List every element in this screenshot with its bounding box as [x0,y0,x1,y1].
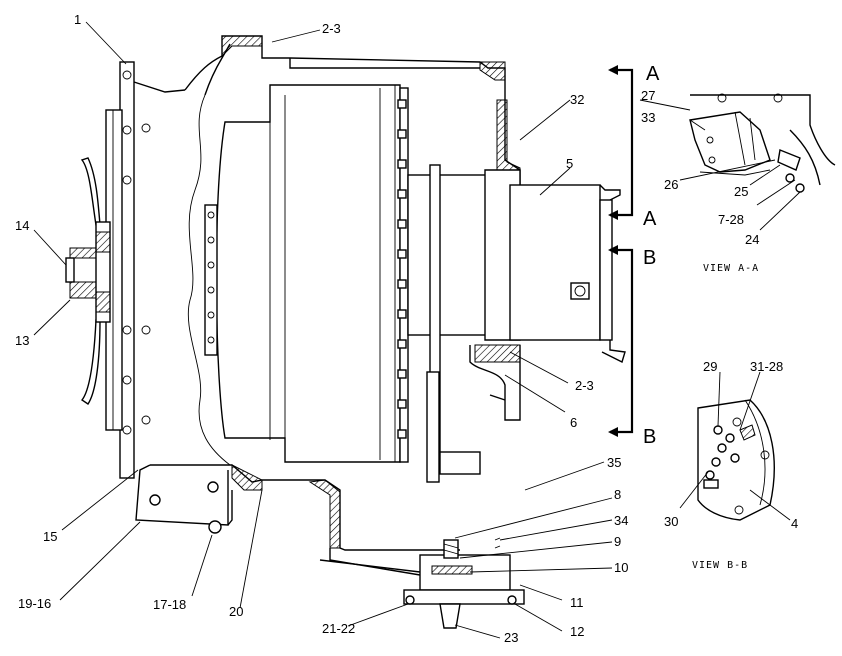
callout-21-22: 21-22 [322,621,355,636]
leader-lines [33,21,801,639]
callout-6: 6 [570,415,577,430]
view-b-b-detail [697,399,775,521]
callout-13: 13 [15,333,29,348]
callout-32: 32 [570,92,584,107]
callout-19-16: 19-16 [18,596,51,611]
fan-hub [65,157,111,405]
callout-8: 8 [614,487,621,502]
view-b-b-label: VIEW B-B [692,560,748,571]
callout-30: 30 [664,514,678,529]
callout-1: 1 [74,12,81,27]
callout-2-3-top: 2-3 [322,21,341,36]
view-a-a-label: VIEW A-A [703,263,759,274]
callout-5: 5 [566,156,573,171]
callout-11: 11 [570,595,584,610]
callout-31-28: 31-28 [750,359,783,374]
callout-10: 10 [614,560,628,575]
callout-24: 24 [745,232,759,247]
callout-17-18: 17-18 [153,597,186,612]
torque-converter [204,84,409,463]
callout-20: 20 [229,604,243,619]
valve-group [319,537,525,629]
callout-23: 23 [504,630,518,645]
callout-12: 12 [570,624,584,639]
flywheel-plate [105,61,186,479]
callout-25: 25 [734,184,748,199]
callout-35: 35 [607,455,621,470]
callout-34: 34 [614,513,628,528]
callout-14: 14 [15,218,29,233]
callout-2-3-mid: 2-3 [575,378,594,393]
callout-9: 9 [614,534,621,549]
section-b-bottom: B [643,426,656,448]
view-a-a-detail [689,93,836,193]
callout-7-28: 7-28 [718,212,744,227]
callout-33: 33 [641,110,655,125]
output-shaft [407,164,626,483]
section-a-top: A [646,63,660,85]
converter-housing [135,35,521,551]
section-lines [608,65,634,437]
section-a-bottom: A [643,208,657,230]
callout-29: 29 [703,359,717,374]
section-b-top: B [643,247,656,269]
callout-26: 26 [664,177,678,192]
callout-27: 27 [641,88,655,103]
callout-4: 4 [791,516,798,531]
callout-15: 15 [43,529,57,544]
